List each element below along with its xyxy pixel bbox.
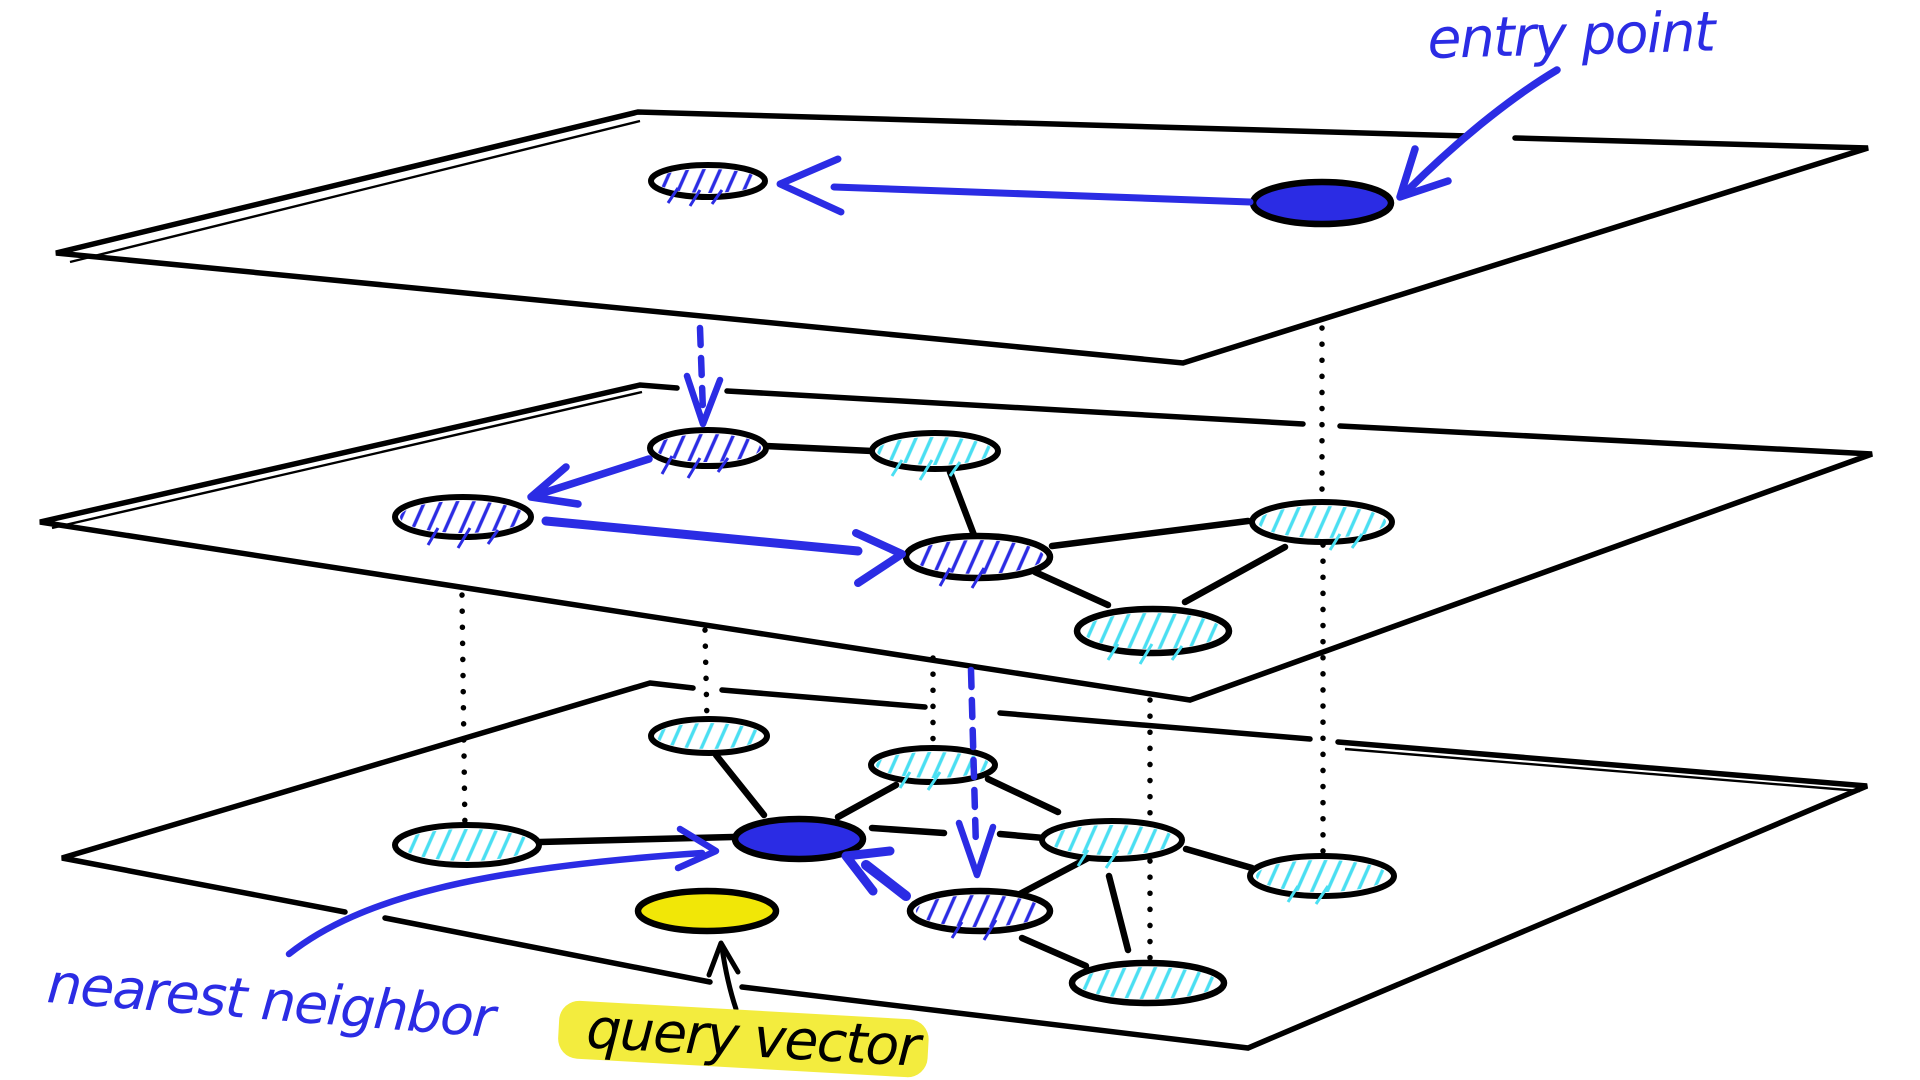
bot-far-right-node (1247, 853, 1397, 905)
mid-left-node (392, 494, 534, 549)
descent-arrow-top-middle (683, 324, 724, 428)
bot-left-node (392, 822, 542, 868)
search-arrow-middle-2 (541, 516, 906, 587)
top-plane-outline (55, 109, 1869, 366)
nearest-neighbor-arrow (285, 825, 720, 958)
edge-botright-botbottom (1105, 872, 1132, 954)
search-arrow-top (776, 155, 1254, 216)
annotation-arrows (285, 66, 1561, 1012)
edge-botleft-nn (536, 833, 737, 846)
query-vector-highlight (558, 1000, 929, 1078)
dotted-link-mid-a-column (702, 627, 710, 725)
top-plane-double-stroke (69, 119, 641, 264)
middle-plane-outline (39, 382, 1873, 703)
edge-center-midright (1048, 517, 1252, 550)
descent-arrow-middle-bottom (955, 666, 997, 879)
edge-midA-midB (762, 442, 876, 455)
edge-center-midbottom (1031, 568, 1112, 609)
edge-botright-botfarright (1182, 845, 1256, 872)
search-path-arrows (527, 155, 1254, 901)
nearest-neighbor-label: nearest neighbor (45, 951, 501, 1050)
bot-bottom-node (1068, 959, 1228, 1007)
entry-point-node (1249, 178, 1395, 228)
bottom-plane-outline (61, 680, 1869, 1051)
entry-point-label: entry point (1427, 0, 1719, 71)
mid-bottom-node (1073, 605, 1233, 665)
edge-midB-center (946, 468, 978, 539)
bottom-plane-fill (62, 683, 1867, 1048)
query-vector-label: query vector (585, 996, 926, 1079)
mid-center-node (902, 532, 1054, 589)
dotted-link-entry-column (1319, 325, 1326, 861)
edge-bottopcenter-nn (712, 751, 768, 819)
query-vector-arrow (706, 940, 741, 1012)
query-vector-label-group: query vector (558, 996, 929, 1079)
entry-point-arrow (1396, 66, 1561, 201)
edge-botright-bothatched (1012, 853, 1094, 900)
edge-botrightcenter-botright (984, 775, 1062, 816)
mid-b-node (869, 430, 1001, 481)
top-hatched-node (648, 162, 768, 207)
bottom-plane-double-stroke (1344, 747, 1861, 793)
bot-top-center-node (648, 716, 770, 756)
graph-edges (536, 442, 1289, 970)
bot-right-node (1039, 818, 1185, 869)
edge-bothatched-botbottom (1018, 934, 1090, 970)
edge-nn-botrightcenter (834, 781, 900, 821)
search-arrow-bottom-final (841, 846, 911, 901)
search-arrow-middle-1 (527, 455, 653, 508)
bot-right-center-node (868, 745, 998, 791)
edge-nn-botright (868, 824, 1048, 842)
nearest-neighbor-node (731, 815, 867, 863)
bot-hatched-blue-node (906, 887, 1054, 941)
middle-plane-double-stroke (51, 390, 643, 530)
top-plane-fill (56, 112, 1868, 363)
mid-a-node (647, 427, 769, 479)
edge-midbottom-midright (1181, 543, 1289, 606)
query-vector-node (634, 887, 780, 935)
mid-right-node (1249, 499, 1395, 551)
graph-nodes (392, 162, 1397, 1007)
